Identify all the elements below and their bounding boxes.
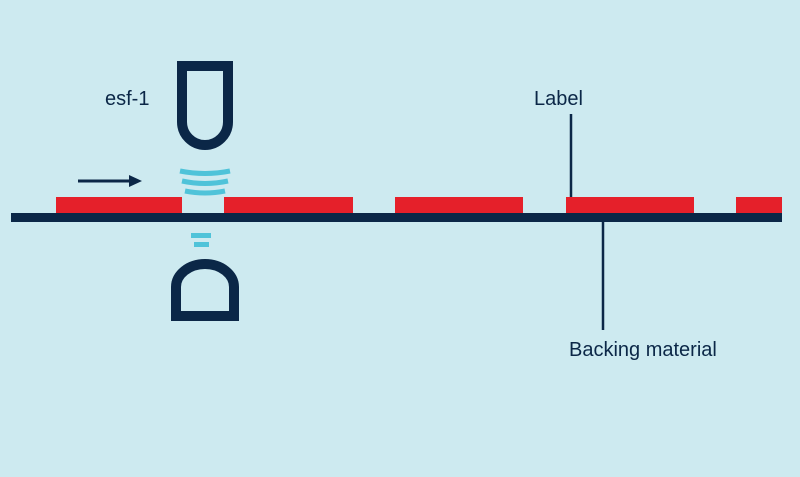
sensor-name-label: esf-1	[105, 88, 149, 110]
label-strip	[56, 197, 182, 213]
sensor-receiver-icon	[171, 259, 239, 321]
label-strip	[736, 197, 782, 213]
backing-material-line	[11, 213, 782, 222]
label-caption: Label	[534, 88, 583, 110]
backing-material-caption: Backing material	[569, 339, 717, 361]
label-strips	[56, 197, 782, 213]
label-strip	[224, 197, 353, 213]
label-strip	[395, 197, 523, 213]
arrow-right-icon	[78, 175, 142, 187]
signal-bars-icon	[191, 233, 211, 247]
sensor-emitter-icon	[177, 61, 233, 150]
label-strip	[566, 197, 694, 213]
signal-wave-icon	[179, 168, 231, 196]
